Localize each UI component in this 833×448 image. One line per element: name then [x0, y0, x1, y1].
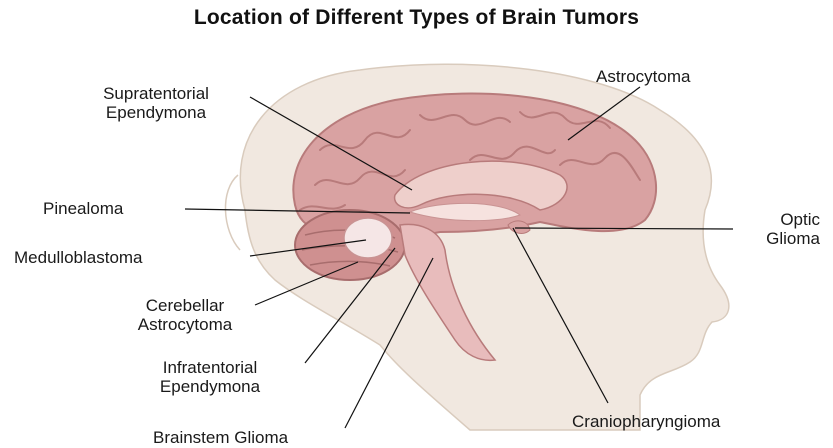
- label-supratentorial-line2: Ependymona: [66, 103, 246, 122]
- label-optic-line1: Optic: [730, 210, 820, 229]
- label-supratentorial-line1: Supratentorial: [66, 84, 246, 103]
- label-optic-line2: Glioma: [730, 229, 820, 248]
- label-craniopharyngioma: Craniopharyngioma: [572, 412, 720, 431]
- label-cerebellar-astrocytoma: Cerebellar Astrocytoma: [110, 296, 260, 334]
- label-medulloblastoma: Medulloblastoma: [14, 248, 143, 267]
- label-infratentorial: Infratentorial Ependymona: [130, 358, 290, 396]
- label-astrocytoma: Astrocytoma: [596, 67, 690, 86]
- label-cerebellar-line1: Cerebellar: [110, 296, 260, 315]
- medulloblastoma-tumor: [344, 218, 392, 258]
- label-pinealoma: Pinealoma: [43, 199, 123, 218]
- ear-shape: [225, 175, 240, 250]
- label-supratentorial: Supratentorial Ependymona: [66, 84, 246, 122]
- label-cerebellar-line2: Astrocytoma: [110, 315, 260, 334]
- label-infratentorial-line1: Infratentorial: [130, 358, 290, 377]
- label-optic-glioma: Optic Glioma: [730, 210, 820, 248]
- label-infratentorial-line2: Ependymona: [130, 377, 290, 396]
- label-brainstem-glioma: Brainstem Glioma: [153, 428, 288, 447]
